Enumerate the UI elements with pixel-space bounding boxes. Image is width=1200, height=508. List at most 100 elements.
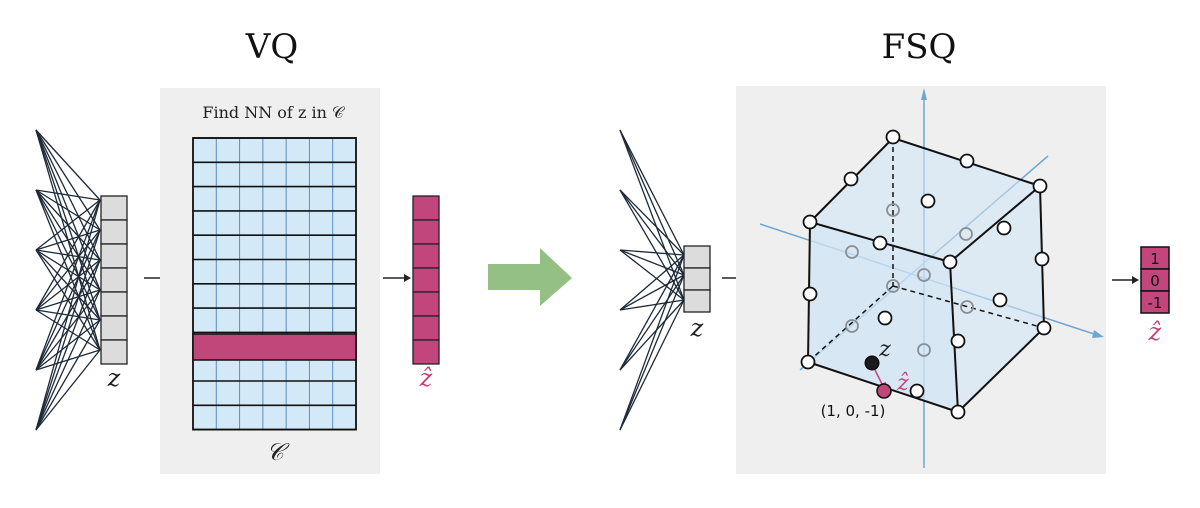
network-edge [619,189,685,301]
network-edge [619,129,685,276]
network-edge [35,259,101,431]
network-edge [619,299,685,371]
lattice-point [800,354,816,370]
vq-output-cell [412,243,440,269]
vq-title: VQ [245,27,298,67]
vq-output-cell [412,219,440,245]
fsq-output-label: ẑ [1148,318,1162,346]
vq-latent-label: z [107,364,121,392]
network-edge [619,249,685,276]
network-edge [35,229,101,431]
vq-encoder-network [35,129,101,431]
lattice-point-interior [886,279,900,293]
lattice-point [950,333,966,349]
fsq-latent-cell [683,245,711,269]
vq-selected-code-row [192,333,357,361]
network-edge [35,199,101,371]
network-edge [619,274,685,311]
network-edge [619,254,685,311]
lattice-point [877,310,893,326]
lattice-point-interior [845,245,859,259]
fsq-output-value: 0 [1150,272,1160,290]
fsq-quantization-cube [759,88,1104,468]
fsq-title: FSQ [882,27,957,67]
lattice-point-interior [917,268,931,282]
lattice-point [992,292,1008,308]
fsq-output-value: -1 [1148,294,1163,312]
lattice-point [942,254,958,270]
fsq-latent-cell [683,267,711,291]
quantized-point-zhat [876,383,892,399]
lattice-point [1036,320,1052,336]
vq-panel-caption: Find NN of z in 𝒞 [202,103,345,122]
network-edge [619,129,685,301]
network-edge [35,189,101,201]
network-edge [35,289,101,431]
network-edge [35,319,101,431]
fsq-point-label: z [878,337,891,362]
vq-latent-cell [100,339,128,365]
fsq-encoder-network [619,129,685,431]
network-edge [619,274,685,431]
lattice-point-interior [845,319,859,333]
lattice-point-interior [886,203,900,217]
lattice-point-interior [960,300,974,314]
network-edge [35,349,101,431]
network-edge [35,189,101,231]
network-edge [619,189,685,256]
fsq-quantized-point-label: ẑ [896,371,909,396]
cube-edge [949,185,1041,263]
vq-latent-cell [100,219,128,245]
network-edge [35,129,101,201]
lattice-point [843,171,859,187]
network-edge [619,249,685,256]
lattice-point [802,214,818,230]
cube-hidden-edge [892,285,1045,329]
network-edge [35,229,101,251]
vq-quantized-vector [412,195,440,365]
lattice-point-interior [917,343,931,357]
cube-hidden-edge [807,285,894,363]
network-edge [35,199,101,431]
lattice-point [1032,178,1048,194]
cube-edge [957,327,1045,413]
network-edge [35,229,101,371]
network-edge [35,199,101,311]
network-edge [35,129,101,231]
lattice-point-interior [959,227,973,241]
lattice-point [872,235,888,251]
network-edge [35,229,101,311]
lattice-point [996,220,1012,236]
lattice-point [802,286,818,302]
lattice-point [1034,251,1050,267]
vq-latent-cell [100,195,128,221]
fsq-latent-vector-z [683,245,711,313]
network-edge [619,274,685,371]
fsq-arrowhead [1132,276,1139,284]
vq-latent-cell [100,243,128,269]
fsq-output-cell [1140,290,1170,314]
vq-output-cell [412,267,440,293]
fsq-quantized-vector: 1 0 -1 [1140,246,1170,314]
vq-latent-vector-z [100,195,128,365]
vq-arrowhead [404,274,411,282]
axis-arrowhead [921,88,927,100]
network-edge [619,189,685,276]
lattice-point [950,404,966,420]
vq-latent-cell [100,315,128,341]
vq-output-cell [412,195,440,221]
network-edge [619,129,685,256]
fsq-coordinate-label: (1, 0, -1) [821,402,886,420]
vq-latent-cell [100,291,128,317]
fsq-output-value: 1 [1150,250,1160,268]
axis-arrowhead [1092,330,1104,338]
vq-output-cell [412,315,440,341]
vq-output-label: ẑ [419,364,433,392]
lattice-point [885,129,901,145]
fsq-latent-cell [683,289,711,313]
fsq-latent-label: z [690,314,704,342]
vq-output-cell [412,339,440,365]
network-edge [619,254,685,431]
network-edge [619,254,685,371]
